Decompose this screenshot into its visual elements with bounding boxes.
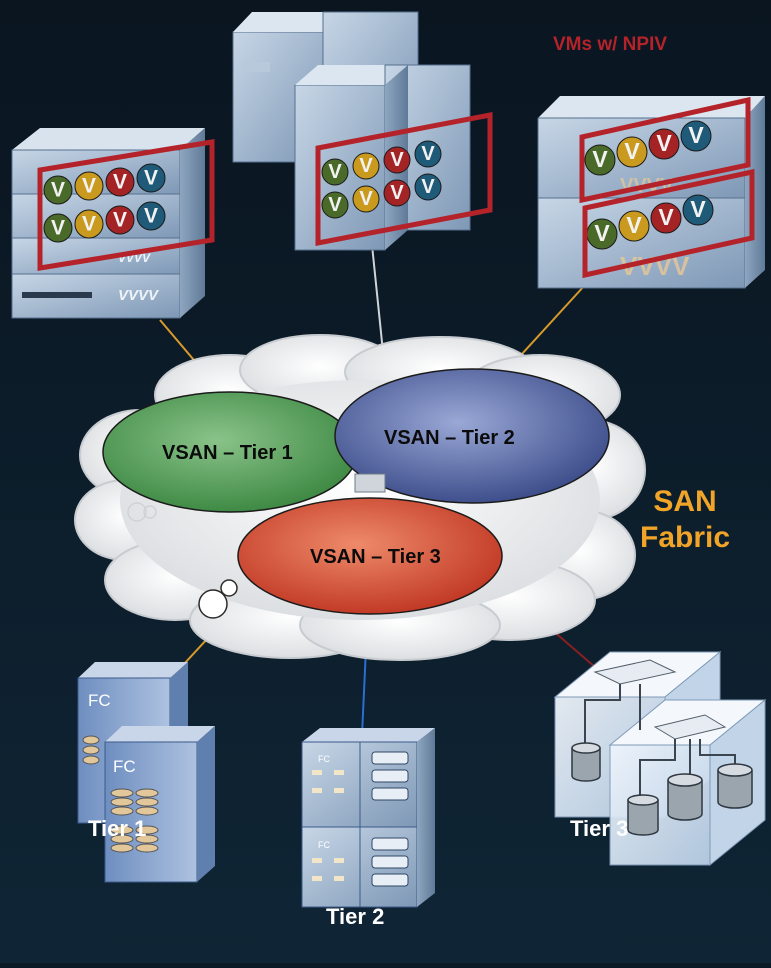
- vm-glyph: V: [656, 130, 672, 156]
- san-fabric-line1: SAN: [653, 485, 717, 518]
- npiv-frame-right-top: [579, 96, 751, 204]
- vm-ball: [136, 201, 166, 231]
- vm-ball: [105, 205, 135, 235]
- npiv-frame-left: [37, 139, 215, 271]
- san-fabric-label: SAN Fabric: [640, 484, 730, 556]
- vm-ball: [352, 185, 380, 213]
- vm-ball: [584, 144, 616, 176]
- vsan-tier2-label: VSAN – Tier 2: [384, 427, 515, 449]
- npiv-frames: [37, 96, 755, 279]
- vsan-tier3-label: VSAN – Tier 3: [310, 546, 441, 568]
- vm-glyph: V: [328, 194, 342, 216]
- tier2-storage-icon: FC FC: [301, 728, 435, 908]
- vm-ball: [383, 179, 411, 207]
- vsan-tier1-label: VSAN – Tier 1: [162, 442, 293, 464]
- vm-glyph: V: [51, 216, 65, 239]
- vm-glyph: V: [144, 166, 158, 189]
- tier1-label: Tier 1: [88, 816, 147, 841]
- vm-glyph: V: [592, 146, 608, 172]
- vm-ball: [682, 194, 714, 226]
- vm-glyph: V: [688, 122, 704, 148]
- vm-glyph: V: [82, 174, 96, 197]
- cloud-puffs: [127, 502, 238, 619]
- vm-glyph: V: [82, 212, 96, 235]
- vm-glyph: V: [390, 149, 404, 171]
- svg-text:FC: FC: [88, 691, 111, 710]
- vm-glyph: V: [113, 208, 127, 231]
- vm-ball: [105, 167, 135, 197]
- switch-icon: [354, 473, 386, 493]
- vm-glyph: V: [113, 170, 127, 193]
- vm-ball: [74, 171, 104, 201]
- vm-glyph: V: [359, 188, 373, 210]
- vm-glyph: V: [690, 196, 706, 222]
- tier3-storage-icon: [553, 650, 767, 867]
- vm-glyph: V: [51, 178, 65, 201]
- vm-ball: [414, 140, 442, 168]
- vm-glyph: V: [626, 212, 642, 238]
- vm-ball: [321, 158, 349, 186]
- vm-glyph: V: [594, 220, 610, 246]
- vm-ball: [616, 136, 648, 168]
- tier3-label: Tier 3: [570, 816, 629, 841]
- vm-glyph: V: [359, 155, 373, 177]
- vm-glyph: V: [624, 138, 640, 164]
- vsan-tier2-ellipse: [334, 368, 610, 504]
- vm-ball: [136, 163, 166, 193]
- vm-glyph: V: [421, 176, 435, 198]
- san-fabric-line2: Fabric: [640, 521, 731, 554]
- vm-ball: [414, 173, 442, 201]
- link-host-center: [371, 244, 384, 353]
- vm-ball: [648, 128, 680, 160]
- vm-glyph: V: [658, 204, 674, 230]
- svg-text:FC: FC: [113, 757, 136, 776]
- tier1-storage-icon: FC FC: [77, 662, 215, 883]
- vm-glyph: V: [390, 182, 404, 204]
- vsan-tier3-ellipse: [237, 497, 503, 615]
- svg-text:VVVV: VVVV: [118, 287, 160, 304]
- vm-ball: [650, 202, 682, 234]
- npiv-frame-right-bottom: [582, 168, 755, 279]
- vm-ball: [383, 146, 411, 174]
- vm-ball: [43, 175, 73, 205]
- vm-glyph: V: [144, 204, 158, 227]
- link-tier2: [361, 647, 367, 736]
- vms-npiv-label: VMs w/ NPIV: [553, 34, 668, 55]
- vm-ball: [352, 152, 380, 180]
- tier2-label: Tier 2: [326, 904, 385, 929]
- vm-ball: [74, 209, 104, 239]
- vm-ball: [321, 191, 349, 219]
- svg-text:FC: FC: [318, 840, 330, 850]
- vm-ball: [43, 213, 73, 243]
- vm-ball: [618, 210, 650, 242]
- svg-text:FC: FC: [318, 754, 330, 764]
- vm-glyph: V: [421, 143, 435, 165]
- npiv-frame-center: [315, 111, 493, 247]
- vm-glyph: V: [328, 161, 342, 183]
- vm-ball: [680, 120, 712, 152]
